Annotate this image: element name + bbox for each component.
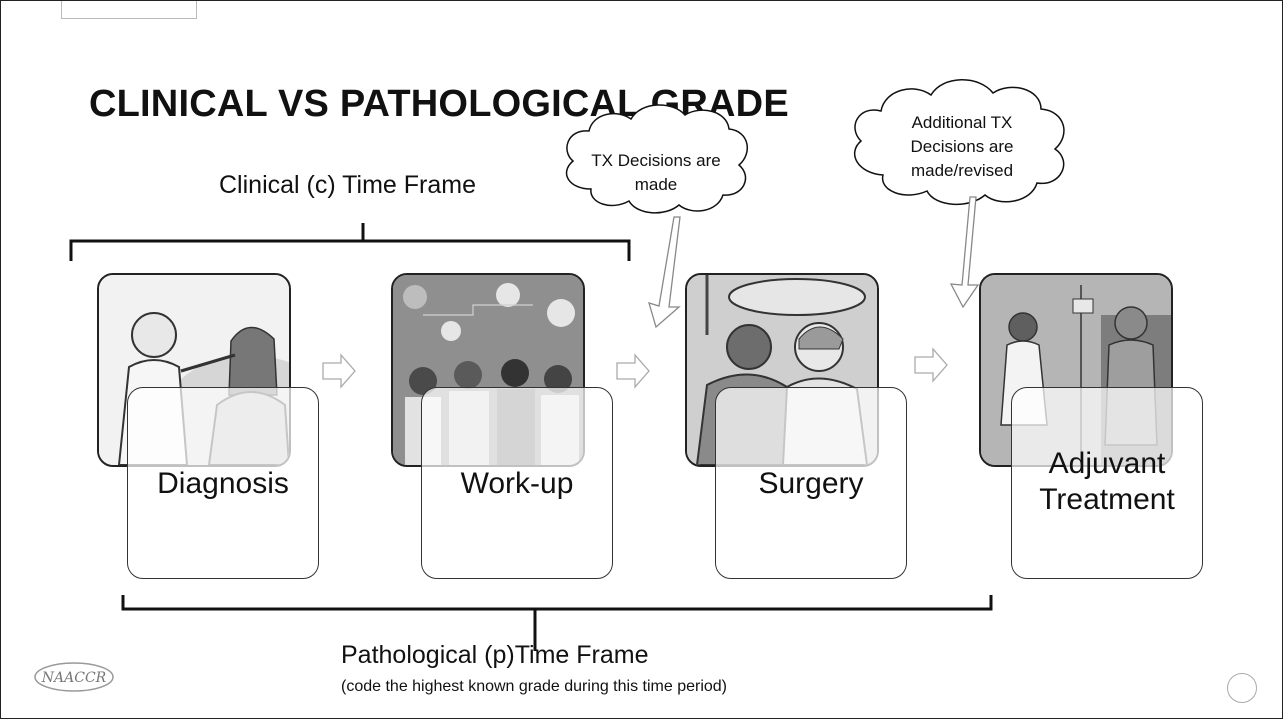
cloud-2-line-1: Additional TX <box>911 113 1013 132</box>
cloud-2-line-2: Decisions are <box>910 137 1014 156</box>
work-up-label: Work-up <box>460 467 574 500</box>
work-up-box: Work-up <box>421 387 613 579</box>
slide-nav-button[interactable] <box>1227 673 1257 703</box>
cloud-2-line-3: made/revised <box>910 161 1014 180</box>
cloud-1-line-2: made <box>634 175 678 194</box>
adjuvant-treatment-label: Adjuvant Treatment <box>1012 446 1202 518</box>
pathological-time-frame-label: Pathological (p)Time Frame <box>341 641 649 669</box>
diagnosis-box: Diagnosis <box>127 387 319 579</box>
clinical-time-frame-label: Clinical (c) Time Frame <box>219 171 476 199</box>
surgery-label: Surgery <box>758 467 864 500</box>
naaccr-logo: NAACCR <box>34 662 114 692</box>
cloud-1-line-1: TX Decisions are <box>591 151 721 170</box>
chevron-right-arrow-icon <box>914 347 948 383</box>
surgery-box: Surgery <box>715 387 907 579</box>
cloud-shape-1 <box>565 104 749 214</box>
adjuvant-label-line-2: Treatment <box>1039 483 1175 516</box>
chevron-right-arrow-icon <box>322 353 356 389</box>
diagnosis-label: Diagnosis <box>157 467 289 500</box>
adjuvant-treatment-box: Adjuvant Treatment <box>1011 387 1203 579</box>
cloud-text-1: TX Decisions are made <box>591 149 721 197</box>
slide-corner-tab <box>61 1 197 19</box>
logo-text: NAACCR <box>41 670 107 686</box>
pathological-time-frame-note: (code the highest known grade during thi… <box>341 678 727 695</box>
down-arrow-icon <box>648 196 980 329</box>
cloud-shape-2 <box>853 79 1065 206</box>
cloud-text-2: Additional TX Decisions are made/revised <box>887 111 1037 183</box>
chevron-right-arrow-icon <box>616 353 650 389</box>
adjuvant-label-line-1: Adjuvant <box>1048 447 1166 480</box>
